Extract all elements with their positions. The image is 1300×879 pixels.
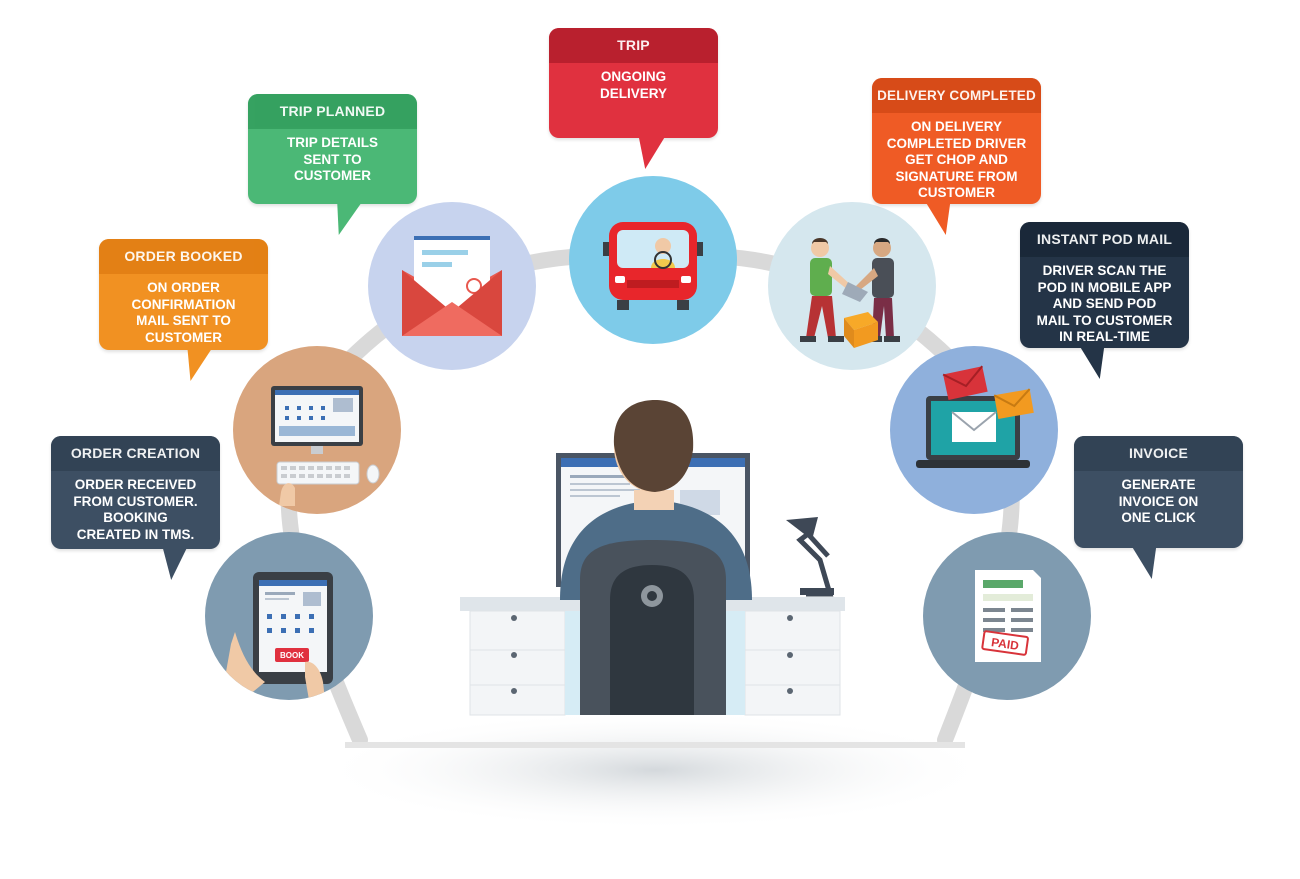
step-line: DRIVER SCAN THE <box>1042 263 1167 278</box>
step-line: ON ORDER <box>147 280 220 295</box>
step-line: IN REAL-TIME <box>1059 329 1150 344</box>
step-description: ON ORDER CONFIRMATION MAIL SENT TO CUSTO… <box>99 274 268 346</box>
delivery-completed-circle <box>768 202 936 370</box>
step-line: FROM CUSTOMER. <box>73 493 198 509</box>
laptop-mail-icon <box>916 365 1034 468</box>
book-button-label: BOOK <box>280 651 304 660</box>
step-line: CONFIRMATION <box>131 296 236 312</box>
step-line: CUSTOMER <box>917 185 995 200</box>
step-line: MAIL TO CUSTOMER <box>1036 312 1173 328</box>
step-line: SIGNATURE FROM <box>895 168 1018 184</box>
step-line: CREATED IN TMS. <box>76 526 195 542</box>
step-order-creation: ORDER CREATION ORDER RECEIVED FROM CUSTO… <box>51 436 220 580</box>
step-line: POD IN MOBILE APP <box>1037 279 1172 295</box>
step-line: MAIL SENT TO <box>136 313 231 328</box>
step-line: ONGOING <box>600 69 667 84</box>
computer-order-icon <box>271 386 380 506</box>
desk-left-drawers <box>469 610 566 716</box>
package-handover-icon <box>800 238 900 348</box>
step-line: CUSTOMER <box>293 168 371 183</box>
paid-stamp <box>981 630 1029 656</box>
paid-stamp-label: PAID <box>990 635 1020 653</box>
step-description: TRIP DETAILS SENT TO CUSTOMER <box>248 129 417 185</box>
desk-right-drawers <box>744 610 841 716</box>
step-title: ORDER BOOKED <box>99 239 268 274</box>
order-creation-circle: BOOK <box>205 532 373 700</box>
step-description: GENERATE INVOICE ON ONE CLICK <box>1074 471 1243 527</box>
trip-circle <box>569 176 737 344</box>
book-button <box>275 648 309 662</box>
instant-pod-mail-circle <box>890 346 1058 514</box>
step-line: INVOICE ON <box>1118 493 1199 509</box>
step-instant-pod-mail: INSTANT POD MAIL DRIVER SCAN THE POD IN … <box>1020 222 1189 379</box>
step-description: ONGOING DELIVERY <box>549 63 718 102</box>
invoice-circle: PAID <box>923 532 1091 700</box>
step-line: TRIP DETAILS <box>286 135 378 150</box>
step-line: CUSTOMER <box>144 329 222 345</box>
envelope-mail-icon <box>402 236 502 336</box>
step-description: ORDER RECEIVED FROM CUSTOMER. BOOKING CR… <box>51 471 220 543</box>
step-title: ORDER CREATION <box>51 436 220 471</box>
step-line: GET CHOP AND <box>905 152 1008 167</box>
step-line: ON DELIVERY <box>910 119 1002 134</box>
step-delivery-completed: DELIVERY COMPLETED ON DELIVERY COMPLETED… <box>872 78 1041 235</box>
step-title: DELIVERY COMPLETED <box>872 78 1041 113</box>
step-trip-planned: TRIP PLANNED TRIP DETAILS SENT TO CUSTOM… <box>248 94 417 235</box>
paid-invoice-icon: PAID <box>975 570 1041 662</box>
tablet-booking-icon: BOOK <box>221 572 333 700</box>
step-line: COMPLETED DRIVER <box>886 135 1027 151</box>
worker-hair <box>613 400 694 492</box>
step-invoice: INVOICE GENERATE INVOICE ON ONE CLICK <box>1074 436 1243 579</box>
step-title: TRIP PLANNED <box>248 94 417 129</box>
truck-driver-icon <box>603 222 703 310</box>
step-title: TRIP <box>549 28 718 63</box>
order-booked-circle <box>233 346 401 514</box>
step-title: INSTANT POD MAIL <box>1020 222 1189 257</box>
step-line: ORDER RECEIVED <box>74 477 197 492</box>
step-description: DRIVER SCAN THE POD IN MOBILE APP AND SE… <box>1020 257 1189 346</box>
step-trip: TRIP ONGOING DELIVERY <box>549 28 718 169</box>
desk-lamp <box>796 530 834 597</box>
step-description: ON DELIVERY COMPLETED DRIVER GET CHOP AN… <box>872 113 1041 202</box>
step-line: BOOKING <box>103 510 168 525</box>
step-line: AND SEND POD <box>1052 296 1157 311</box>
step-line: GENERATE <box>1121 477 1196 492</box>
step-line: ONE CLICK <box>1121 510 1196 525</box>
step-order-booked: ORDER BOOKED ON ORDER CONFIRMATION MAIL … <box>99 239 268 381</box>
step-title: INVOICE <box>1074 436 1243 471</box>
step-line: SENT TO <box>303 151 362 167</box>
floor-shadow <box>315 710 995 830</box>
step-line: DELIVERY <box>599 85 667 101</box>
trip-planned-circle <box>368 202 536 370</box>
